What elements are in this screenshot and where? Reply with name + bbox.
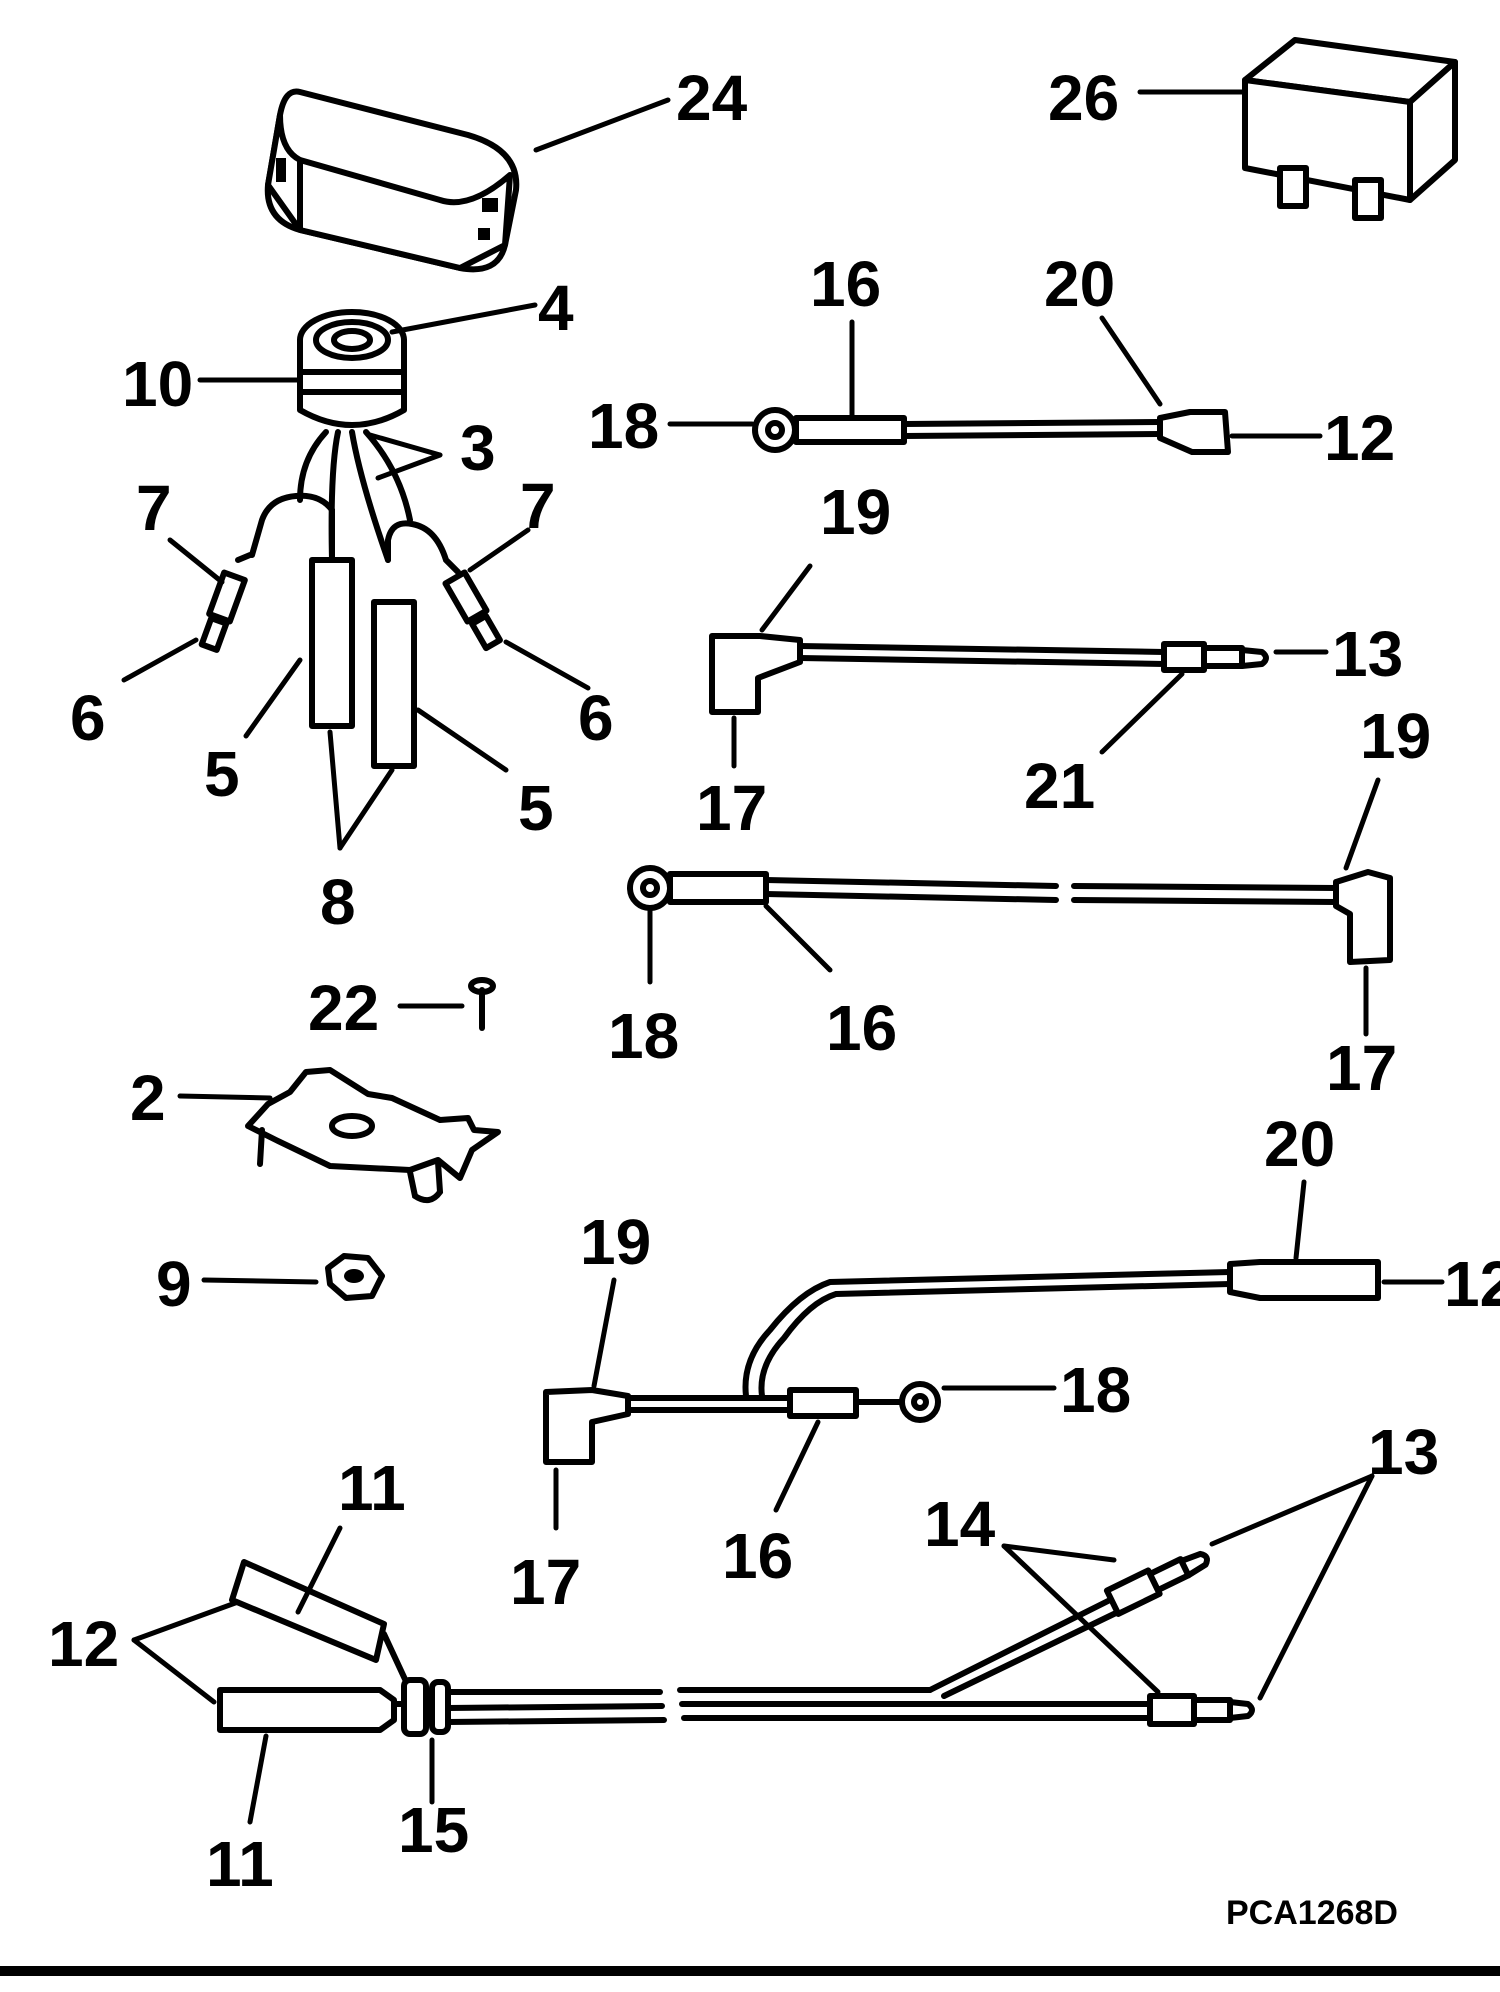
callout-12b: 12: [1444, 1248, 1500, 1320]
leader-21: [1099, 671, 1185, 755]
leader-19a: [759, 563, 813, 633]
leader-3b: [375, 452, 443, 481]
callout-15: 15: [398, 1794, 469, 1866]
screw-icon: [468, 977, 496, 1031]
callout-4: 4: [538, 272, 574, 344]
leader-24: [533, 97, 671, 153]
leader-20a: [1099, 315, 1163, 407]
callout-16a: 16: [810, 248, 881, 320]
callout-8: 8: [320, 866, 356, 938]
leader-12c-a: [131, 1599, 241, 1643]
leader-11a: [295, 1525, 343, 1615]
callout-22: 22: [308, 972, 379, 1044]
callout-19c: 19: [580, 1206, 651, 1278]
leader-16c: [773, 1419, 821, 1513]
callout-16c: 16: [722, 1520, 793, 1592]
sleeve-right: [371, 599, 417, 769]
callout-18c: 18: [1060, 1354, 1131, 1426]
lead-boot-to-bullet: [709, 633, 1269, 715]
sleeve-left: [309, 557, 355, 729]
leader-13b-a: [1209, 1473, 1375, 1547]
callout-5b: 5: [518, 772, 554, 844]
callout-5a: 5: [204, 738, 240, 810]
callout-26: 26: [1048, 62, 1119, 134]
callout-17c: 17: [510, 1546, 581, 1618]
leader-12c-b: [131, 1637, 217, 1705]
nut-icon: [325, 1253, 385, 1301]
callout-17b: 17: [1326, 1032, 1397, 1104]
callout-10: 10: [122, 348, 193, 420]
callout-12a: 12: [1324, 402, 1395, 474]
leader-13b-b: [1257, 1473, 1375, 1701]
callout-16b: 16: [826, 992, 897, 1064]
bullet-connector-right: [442, 569, 503, 652]
callout-7b: 7: [520, 470, 556, 542]
callout-6b: 6: [578, 682, 614, 754]
lead-ring-to-boot: [627, 865, 1393, 965]
figure-code: PCA1268D: [1226, 1894, 1398, 1932]
callout-11b: 11: [206, 1828, 274, 1900]
callout-19a: 19: [820, 476, 891, 548]
callout-24: 24: [676, 62, 748, 134]
lead-ring-to-connector: [752, 407, 1231, 455]
leader-4: [389, 302, 538, 335]
callout-13b: 13: [1368, 1416, 1439, 1488]
leader-7a: [167, 537, 225, 585]
leader-14a: [1001, 1543, 1117, 1563]
leader-8a: [327, 729, 343, 851]
callout-9: 9: [156, 1248, 192, 1320]
leader-5b: [415, 707, 509, 773]
leader-6a: [121, 637, 199, 683]
bottom-rule: [0, 1966, 1500, 1976]
callout-12c: 12: [48, 1608, 119, 1680]
leader-8b: [337, 767, 395, 851]
relay-icon: [1242, 37, 1458, 221]
leader-19b: [1343, 777, 1381, 871]
mounting-bracket-icon: [245, 1067, 501, 1204]
callout-7a: 7: [136, 472, 172, 544]
callout-6a: 6: [70, 682, 106, 754]
callout-2: 2: [130, 1062, 166, 1134]
callout-14: 14: [924, 1488, 996, 1560]
callout-20b: 20: [1264, 1108, 1335, 1180]
callout-20a: 20: [1044, 248, 1115, 320]
callout-18a: 18: [588, 390, 659, 462]
leader-11b: [247, 1733, 269, 1825]
callout-18b: 18: [608, 1000, 679, 1072]
leader-20b: [1293, 1179, 1307, 1261]
grommet-icon: [297, 309, 407, 428]
leader-9: [201, 1277, 319, 1285]
terminal-cover-icon: [264, 88, 520, 273]
callout-11a: 11: [338, 1452, 406, 1524]
leader-6b: [503, 639, 591, 691]
callout-21: 21: [1024, 750, 1095, 822]
leader-16b: [763, 903, 833, 973]
leader-3a: [367, 432, 443, 458]
bullet-connector-left: [198, 552, 253, 653]
leader-7b: [467, 527, 531, 573]
leader-14b: [1001, 1543, 1161, 1695]
leader-5a: [243, 657, 303, 739]
lead-boot-ring-connector: [543, 1259, 1381, 1465]
callout-17a: 17: [696, 772, 767, 844]
callout-3: 3: [460, 412, 496, 484]
leader-19c: [591, 1277, 617, 1389]
callout-19b: 19: [1360, 700, 1431, 772]
leader-2: [177, 1093, 273, 1101]
callout-13a: 13: [1332, 618, 1403, 690]
